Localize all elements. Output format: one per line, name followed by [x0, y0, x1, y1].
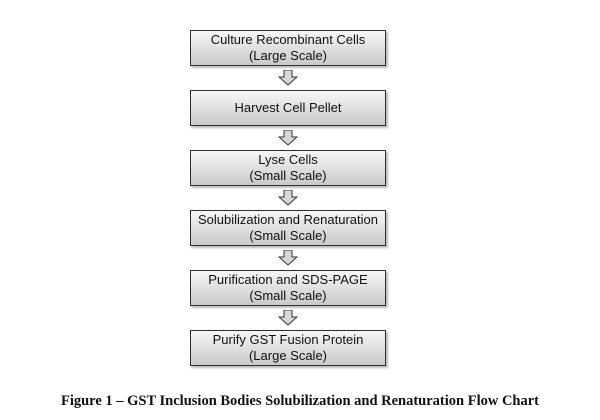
step-purify-gst-fusion: Purify GST Fusion Protein (Large Scale): [190, 330, 386, 366]
step-solubilization-title: Solubilization and Renaturation: [198, 212, 378, 227]
step-lyse-cells-scale: (Small Scale): [249, 168, 327, 183]
step-culture-cells-scale: (Large Scale): [248, 48, 328, 63]
step-harvest-pellet: Harvest Cell Pellet: [190, 90, 386, 126]
step-purify-gst-fusion-title: Purify GST Fusion Protein: [212, 332, 364, 347]
step-purification-sds-page-scale: (Small Scale): [249, 288, 327, 303]
down-arrow-icon: [278, 130, 298, 146]
step-lyse-cells-title: Lyse Cells: [258, 152, 318, 167]
figure-caption: Figure 1 – GST Inclusion Bodies Solubili…: [60, 393, 540, 409]
down-arrow-icon: [278, 190, 298, 206]
down-arrow-icon: [278, 250, 298, 266]
step-purification-sds-page: Purification and SDS-PAGE (Small Scale): [190, 270, 386, 306]
step-culture-cells: Culture Recombinant Cells (Large Scale): [190, 30, 386, 66]
step-purification-sds-page-title: Purification and SDS-PAGE: [208, 272, 368, 287]
step-harvest-pellet-title: Harvest Cell Pellet: [234, 100, 342, 115]
step-purify-gst-fusion-scale: (Large Scale): [248, 348, 328, 363]
step-culture-cells-title: Culture Recombinant Cells: [210, 32, 366, 47]
down-arrow-icon: [278, 310, 298, 326]
step-lyse-cells: Lyse Cells (Small Scale): [190, 150, 386, 186]
step-solubilization: Solubilization and Renaturation (Small S…: [190, 210, 386, 246]
step-solubilization-scale: (Small Scale): [249, 228, 327, 243]
down-arrow-icon: [278, 70, 298, 86]
